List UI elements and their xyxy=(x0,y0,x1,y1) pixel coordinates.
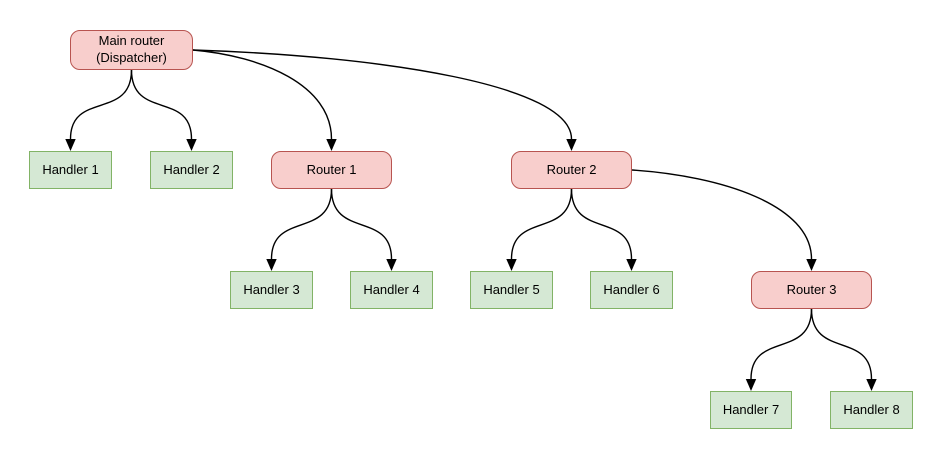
node-router-3: Router 3 xyxy=(751,271,872,309)
edge-main-router-to-handler-1 xyxy=(69,69,133,140)
edge-router-1-to-handler-3 xyxy=(270,188,333,260)
edge-router-1-to-handler-4 xyxy=(330,188,393,260)
arrowhead-handler-6 xyxy=(626,259,637,271)
node-handler-7: Handler 7 xyxy=(710,391,792,429)
node-label-router-3: Router 3 xyxy=(786,281,837,297)
node-handler-8: Handler 8 xyxy=(830,391,913,429)
node-label-handler-2: Handler 2 xyxy=(163,161,220,177)
node-label-handler-6: Handler 6 xyxy=(603,281,660,297)
node-label-handler-8: Handler 8 xyxy=(843,401,900,417)
node-label-router-2: Router 2 xyxy=(546,161,597,177)
edge-main-router-to-handler-2 xyxy=(130,69,193,140)
arrowhead-handler-1 xyxy=(65,139,76,151)
edge-router-3-to-handler-7 xyxy=(750,308,813,380)
edge-router-2-to-router-3 xyxy=(631,169,813,260)
edge-router-3-to-handler-8 xyxy=(810,308,873,380)
arrowhead-router-3 xyxy=(806,259,817,271)
arrowhead-router-1 xyxy=(326,139,337,151)
edge-router-2-to-handler-5 xyxy=(510,188,573,260)
node-label-handler-4: Handler 4 xyxy=(363,281,420,297)
node-handler-1: Handler 1 xyxy=(29,151,112,189)
node-label-handler-5: Handler 5 xyxy=(483,281,540,297)
node-label-main-router: Main router (Dispatcher) xyxy=(96,33,167,65)
edge-main-router-to-router-2 xyxy=(192,49,573,140)
node-label-handler-7: Handler 7 xyxy=(722,401,780,417)
node-router-1: Router 1 xyxy=(271,151,392,189)
arrowhead-router-2 xyxy=(566,139,577,151)
node-label-handler-3: Handler 3 xyxy=(243,281,300,297)
node-main-router: Main router (Dispatcher) xyxy=(70,30,193,70)
arrowhead-handler-3 xyxy=(266,259,277,271)
arrowhead-handler-8 xyxy=(866,379,877,391)
node-handler-2: Handler 2 xyxy=(150,151,233,189)
node-handler-3: Handler 3 xyxy=(230,271,313,309)
node-label-router-1: Router 1 xyxy=(306,161,357,177)
node-router-2: Router 2 xyxy=(511,151,632,189)
arrowhead-handler-7 xyxy=(745,379,757,391)
edge-router-2-to-handler-6 xyxy=(570,188,633,260)
node-handler-6: Handler 6 xyxy=(590,271,673,309)
arrowhead-handler-5 xyxy=(506,259,517,271)
node-handler-4: Handler 4 xyxy=(350,271,433,309)
node-handler-5: Handler 5 xyxy=(470,271,553,309)
arrowhead-handler-4 xyxy=(386,259,397,271)
edge-main-router-to-router-1 xyxy=(192,49,333,140)
arrowhead-handler-2 xyxy=(186,139,197,151)
node-label-handler-1: Handler 1 xyxy=(42,161,99,177)
